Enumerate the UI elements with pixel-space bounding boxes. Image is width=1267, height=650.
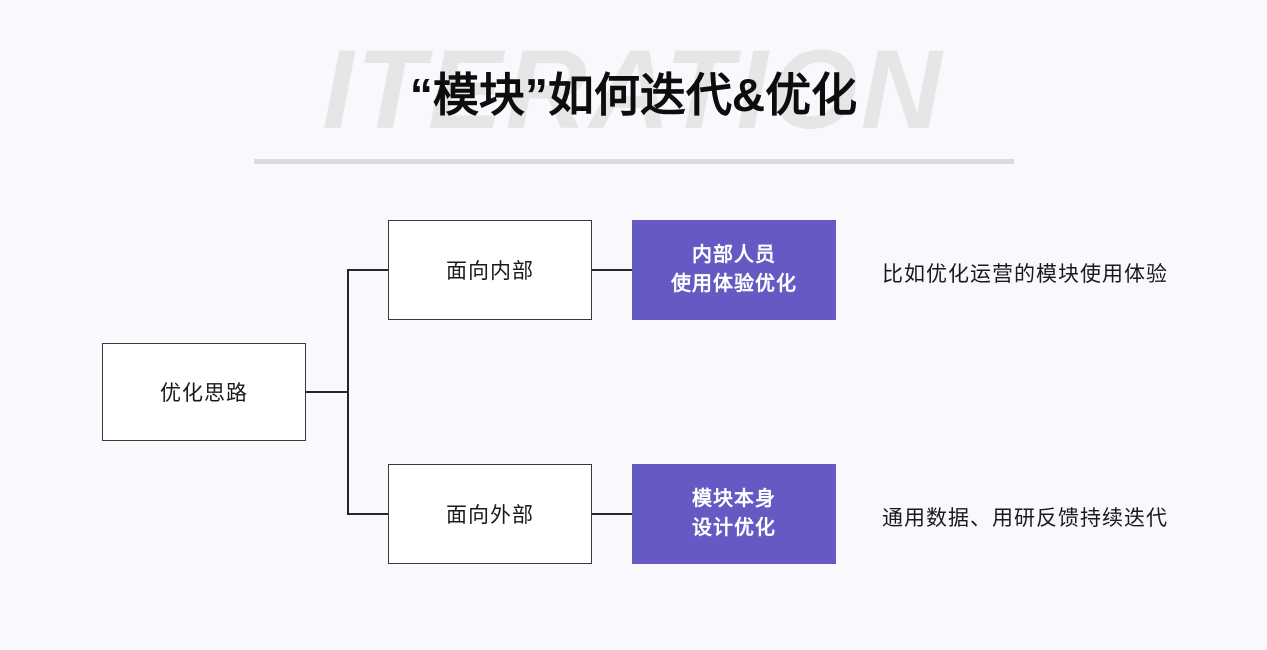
connector-spine-vertical	[347, 270, 349, 515]
node-detail-external[interactable]: 模块本身 设计优化	[632, 464, 836, 564]
node-detail-external-line1: 模块本身	[692, 488, 776, 510]
node-root-optimization-approach[interactable]: 优化思路	[102, 343, 306, 441]
connector-external-to-detail	[592, 513, 634, 515]
node-detail-internal-line1: 内部人员	[692, 244, 776, 266]
connector-root-to-spine	[306, 391, 349, 393]
node-branch-internal[interactable]: 面向内部	[388, 220, 592, 320]
title-divider	[254, 159, 1014, 164]
page-header: ITERATION “模块”如何迭代&优化	[0, 0, 1267, 190]
connector-internal-to-detail	[592, 269, 634, 271]
node-branch-internal-label: 面向内部	[446, 260, 534, 283]
annotation-internal: 比如优化运营的模块使用体验	[882, 263, 1168, 286]
node-detail-internal-text: 内部人员 使用体验优化	[671, 241, 797, 299]
connector-spine-to-external	[347, 513, 390, 515]
node-detail-internal-line2: 使用体验优化	[671, 273, 797, 295]
page-title: “模块”如何迭代&优化	[409, 69, 858, 121]
annotation-external: 通用数据、用研反馈持续迭代	[882, 507, 1168, 530]
node-branch-external-label: 面向外部	[446, 504, 534, 527]
watermark-text: ITERATION	[322, 27, 945, 152]
node-root-label: 优化思路	[160, 382, 248, 405]
node-detail-internal[interactable]: 内部人员 使用体验优化	[632, 220, 836, 320]
node-branch-external[interactable]: 面向外部	[388, 464, 592, 564]
node-detail-external-line2: 设计优化	[692, 517, 776, 539]
optimization-flow-diagram: 优化思路 面向内部 内部人员 使用体验优化 比如优化运营的模块使用体验 面向外部…	[0, 190, 1267, 650]
connector-spine-to-internal	[347, 269, 390, 271]
node-detail-external-text: 模块本身 设计优化	[692, 485, 776, 543]
